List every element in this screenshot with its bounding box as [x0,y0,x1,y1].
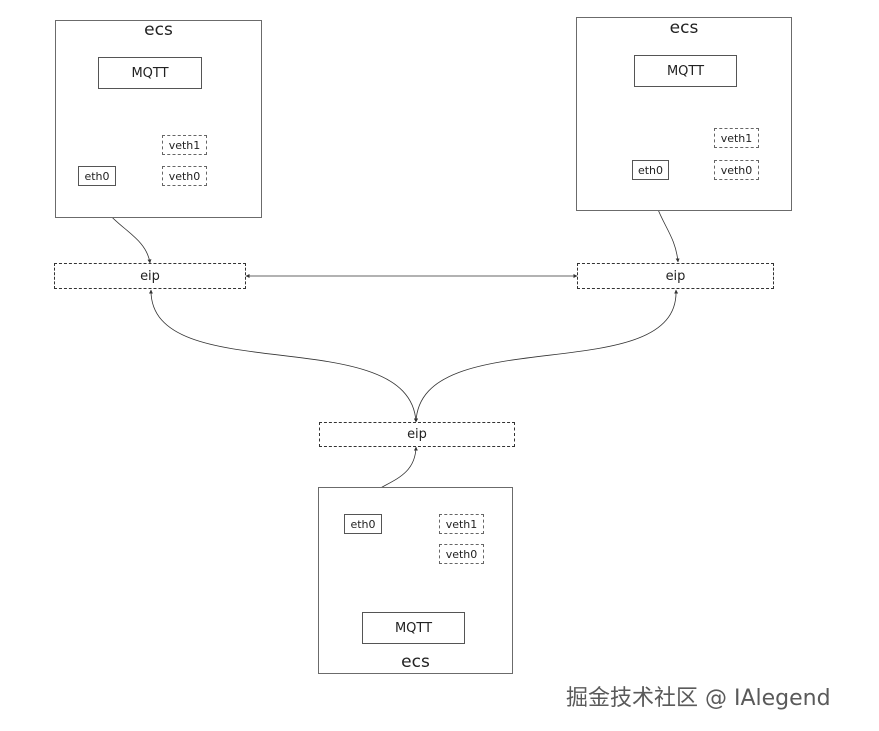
ecs2-veth0-node: veth0 [714,160,759,180]
ecs3-veth1-node: veth1 [439,514,484,534]
eip-left-bottom-line [148,289,418,423]
ecs1-veth0-node: veth0 [162,166,207,186]
eip-bottom-node: eip [319,422,515,447]
ecs3-mqtt-node: MQTT [362,612,465,644]
watermark-text: 掘金技术社区 @ IAlegend [566,686,831,711]
ecs1-mqtt-node: MQTT [98,57,202,89]
ecs1-eth0-node: eth0 [78,166,116,186]
ecs2-eth0-node: eth0 [632,160,669,180]
eip-right-node: eip [577,263,774,289]
ecs1-box [55,20,262,218]
ecs1-veth1-node: veth1 [162,135,207,155]
ecs2-mqtt-node: MQTT [634,55,737,87]
eip-right-bottom-line [414,289,679,423]
ecs2-veth1-node: veth1 [714,128,759,148]
eip-left-node: eip [54,263,246,289]
ecs2-title: ecs [669,18,699,38]
ecs3-eth0-node: eth0 [344,514,382,534]
ecs1-title: ecs [144,20,173,40]
ecs3-veth0-node: veth0 [439,544,484,564]
ecs3-title: ecs [401,652,430,672]
ecs2-box [576,17,792,211]
